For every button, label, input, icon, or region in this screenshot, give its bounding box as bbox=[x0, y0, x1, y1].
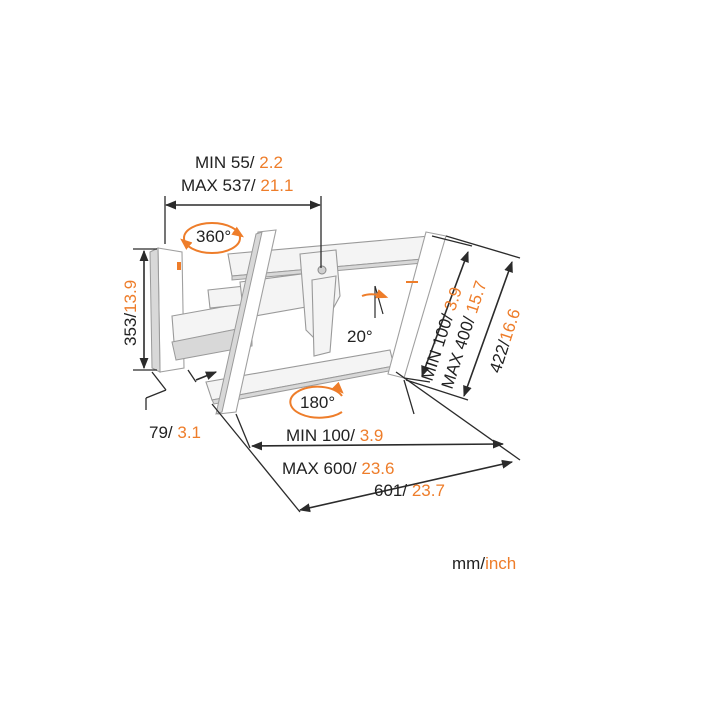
total-width-inch: 23.7 bbox=[412, 481, 445, 500]
rotation-360-icon: 360° bbox=[180, 222, 244, 254]
svg-text:MAX 600/ 23.6: MAX 600/ 23.6 bbox=[282, 459, 394, 478]
unit-legend-separator: / bbox=[480, 554, 485, 573]
unit-legend-inch: inch bbox=[485, 554, 516, 573]
arm-extension-min-mm: MIN 55/ bbox=[195, 153, 255, 172]
wall-plate-depth-dimension: 79/ 3.1 bbox=[145, 369, 218, 442]
wall-plate-height-mm: 353/ bbox=[121, 313, 140, 346]
arm-extension-max-mm: MAX 537/ bbox=[181, 176, 256, 195]
svg-text:353/13.9: 353/13.9 bbox=[121, 280, 140, 346]
tv-plate-left bbox=[215, 229, 277, 415]
vesa-horizontal-min-inch: 3.9 bbox=[360, 426, 384, 445]
svg-text:422/16.6: 422/16.6 bbox=[486, 306, 525, 375]
total-width-mm: 601/ bbox=[374, 481, 407, 500]
total-width-dimension: 601/ 23.7 bbox=[211, 371, 521, 513]
vesa-horizontal-max-inch: 23.6 bbox=[361, 459, 394, 478]
svg-text:MIN 55/ 2.2: MIN 55/ 2.2 bbox=[195, 153, 283, 172]
vesa-horizontal-min-mm: MIN 100/ bbox=[286, 426, 355, 445]
rotation-360-label: 360° bbox=[196, 227, 231, 246]
arm-extension-dimension: MIN 55/ 2.2 MAX 537/ 21.1 bbox=[164, 153, 322, 268]
vesa-horizontal-max-mm: MAX 600/ bbox=[282, 459, 357, 478]
wall-plate-height-inch: 13.9 bbox=[121, 280, 140, 313]
svg-text:MIN 100/ 3.9: MIN 100/ 3.9 bbox=[286, 426, 383, 445]
rotation-180-icon: 180° bbox=[289, 381, 344, 419]
svg-text:601/ 23.7: 601/ 23.7 bbox=[374, 481, 445, 500]
unit-legend-mm: mm bbox=[452, 554, 480, 573]
arm-extension-max-inch: 21.1 bbox=[260, 176, 293, 195]
upper-arm bbox=[227, 235, 435, 357]
total-height-inch: 16.6 bbox=[496, 306, 524, 343]
tilt-label: 20° bbox=[347, 327, 373, 346]
vesa-vertical-max-inch: 15.7 bbox=[462, 278, 490, 315]
vesa-horizontal-dimension: MIN 100/ 3.9 MAX 600/ 23.6 bbox=[235, 379, 505, 478]
unit-legend: mm/inch bbox=[452, 554, 516, 573]
arm-extension-min-inch: 2.2 bbox=[259, 153, 283, 172]
svg-text:79/ 3.1: 79/ 3.1 bbox=[149, 423, 201, 442]
tilt-arrow-icon: 20° bbox=[347, 285, 389, 346]
wall-plate-height-dimension: 353/13.9 bbox=[121, 248, 157, 371]
wall-plate-depth-inch: 3.1 bbox=[177, 423, 201, 442]
mount-product bbox=[149, 229, 447, 415]
wall-plate-depth-mm: 79/ bbox=[149, 423, 173, 442]
rotation-180-label: 180° bbox=[300, 393, 335, 412]
svg-text:MAX 537/ 21.1: MAX 537/ 21.1 bbox=[181, 176, 293, 195]
